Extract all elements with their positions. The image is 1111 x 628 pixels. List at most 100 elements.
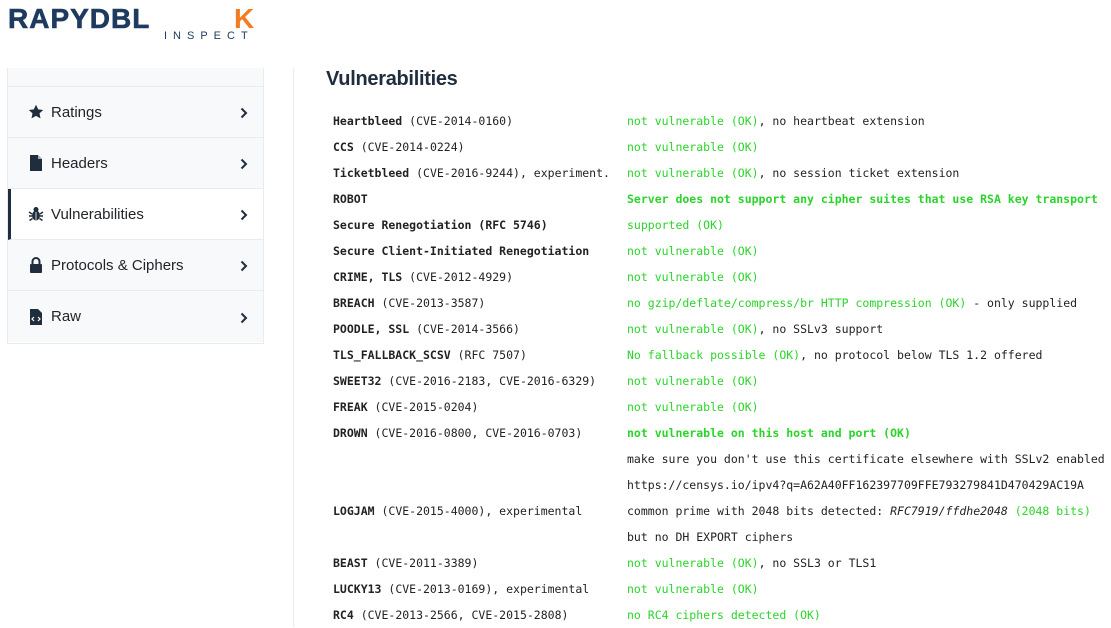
logo-subtext: INSPECT	[164, 30, 254, 42]
vuln-status: not vulnerable (OK)	[627, 374, 759, 388]
vuln-name-cell: Secure Client-Initiated Renegotiation	[333, 238, 589, 264]
vuln-name: ROBOT	[333, 192, 368, 206]
vuln-name-cell: DROWN (CVE-2016-0800, CVE-2016-0703)	[333, 420, 582, 446]
vuln-name-cell: TLS_FALLBACK_SCSV (RFC 7507)	[333, 342, 527, 368]
vuln-extra: make sure you don't use this certificate…	[627, 452, 1105, 466]
vuln-status: not vulnerable (OK)	[627, 556, 759, 570]
vuln-name: Secure Renegotiation (RFC 5746)	[333, 218, 548, 232]
vuln-cve: (CVE-2015-4000), experimental	[374, 504, 583, 518]
vuln-name-cell: BEAST (CVE-2011-3389)	[333, 550, 478, 576]
vuln-status: not vulnerable (OK)	[627, 114, 759, 128]
table-row: CCS (CVE-2014-0224) not vulnerable (OK)	[333, 134, 1111, 160]
vuln-result-cell: no gzip/deflate/compress/br HTTP compres…	[627, 290, 1077, 316]
vuln-name-cell: RC4 (CVE-2013-2566, CVE-2015-2808)	[333, 602, 568, 628]
sidebar-item-headers[interactable]: Headers	[8, 138, 263, 189]
vuln-name: TLS_FALLBACK_SCSV	[333, 348, 451, 362]
vuln-name-cell: LUCKY13 (CVE-2013-0169), experimental	[333, 576, 589, 602]
sidebar-item-label: Vulnerabilities	[51, 205, 144, 223]
brand-logo[interactable]: RAPYDBL K INSPECT	[8, 2, 268, 42]
sidebar: Ratings Headers Vulnerabilities	[7, 68, 264, 344]
lock-icon	[28, 257, 44, 273]
bug-icon	[28, 206, 44, 222]
table-row: BEAST (CVE-2011-3389) not vulnerable (OK)…	[333, 550, 1111, 576]
vuln-name: SWEET32	[333, 374, 382, 388]
sidebar-item-label: Raw	[51, 308, 82, 325]
vuln-cve: (CVE-2014-0160)	[402, 114, 514, 128]
table-row: POODLE, SSL (CVE-2014-3566) not vulnerabl…	[333, 316, 1111, 342]
table-row: make sure you don't use this certificate…	[333, 446, 1111, 472]
vuln-cve: (CVE-2013-2566, CVE-2015-2808)	[353, 608, 569, 622]
vuln-extra: common prime with 2048 bits detected:	[627, 504, 891, 518]
vuln-result-cell: not vulnerable (OK)	[627, 264, 759, 290]
file-icon	[28, 155, 44, 171]
vuln-name-cell: CCS (CVE-2014-0224)	[333, 134, 465, 160]
vuln-cve: (RFC 7507)	[450, 348, 527, 362]
vuln-result-cell: not vulnerable (OK)	[627, 368, 759, 394]
vuln-extra: , no session ticket extension	[758, 166, 960, 180]
chevron-right-icon	[239, 157, 249, 170]
vuln-name: BREACH	[333, 296, 375, 310]
table-row: Ticketbleed (CVE-2016-9244), experiment.…	[333, 160, 1111, 186]
sidebar-item-protocols-ciphers[interactable]: Protocols & Ciphers	[8, 240, 263, 291]
vuln-name-cell: CRIME, TLS (CVE-2012-4929)	[333, 264, 513, 290]
vuln-name-cell: POODLE, SSL (CVE-2014-3566)	[333, 316, 520, 342]
logo-text-k: K	[234, 3, 255, 34]
sidebar-item-vulnerabilities[interactable]: Vulnerabilities	[8, 189, 263, 240]
sidebar-item-raw[interactable]: Raw	[8, 291, 263, 342]
vuln-prime-bits: (2048 bits)	[1007, 504, 1091, 518]
sidebar-item-label: Protocols & Ciphers	[51, 256, 184, 274]
vuln-name: BEAST	[333, 556, 368, 570]
vuln-prime-name: RFC7919/ffdhe2048	[890, 504, 1008, 518]
vuln-result-cell: No fallback possible (OK), no protocol b…	[627, 342, 1042, 368]
vuln-extra: , no protocol below TLS 1.2 offered	[800, 348, 1043, 362]
vuln-name: LOGJAM	[333, 504, 375, 518]
vuln-status: not vulnerable (OK)	[627, 322, 759, 336]
file-code-icon	[28, 308, 44, 325]
vuln-result-cell: not vulnerable (OK), no session ticket e…	[627, 160, 959, 186]
vuln-cve: (CVE-2013-3587)	[374, 296, 486, 310]
vuln-result-cell: but no DH EXPORT ciphers	[627, 524, 793, 550]
sidebar-top-spacer	[8, 68, 263, 87]
vuln-cve: (CVE-2011-3389)	[367, 556, 479, 570]
vuln-name-cell: SWEET32 (CVE-2016-2183, CVE-2016-6329)	[333, 368, 596, 394]
table-row: Heartbleed (CVE-2014-0160) not vulnerable…	[333, 108, 1111, 134]
vuln-status: no gzip/deflate/compress/br HTTP compres…	[627, 296, 967, 310]
vuln-cve: (CVE-2012-4929)	[402, 270, 514, 284]
vuln-result-cell: not vulnerable (OK)	[627, 238, 759, 264]
table-row: but no DH EXPORT ciphers	[333, 524, 1111, 550]
vuln-status: not vulnerable (OK)	[627, 244, 759, 258]
vuln-extra: , no heartbeat extension	[758, 114, 925, 128]
sidebar-item-ratings[interactable]: Ratings	[8, 87, 263, 138]
vuln-result-cell: not vulnerable (OK)	[627, 576, 759, 602]
vuln-name: RC4	[333, 608, 354, 622]
vuln-status: No fallback possible (OK)	[627, 348, 801, 362]
vuln-status: supported (OK)	[627, 218, 724, 232]
vuln-name: CCS	[333, 140, 354, 154]
vuln-result-cell: not vulnerable (OK)	[627, 394, 759, 420]
star-icon	[28, 104, 44, 120]
vuln-extra: but no DH EXPORT ciphers	[627, 530, 794, 544]
vuln-name-cell: BREACH (CVE-2013-3587)	[333, 290, 485, 316]
table-row: FREAK (CVE-2015-0204) not vulnerable (OK)	[333, 394, 1111, 420]
vuln-status: no RC4 ciphers detected (OK)	[627, 608, 821, 622]
chevron-right-icon	[239, 311, 249, 323]
vuln-cve: (CVE-2016-0800, CVE-2016-0703)	[367, 426, 583, 440]
vuln-status: not vulnerable (OK)	[627, 166, 759, 180]
vuln-name: FREAK	[333, 400, 368, 414]
table-row: LOGJAM (CVE-2015-4000), experimental comm…	[333, 498, 1111, 524]
vuln-name: DROWN	[333, 426, 368, 440]
vuln-result-cell: not vulnerable (OK), no SSL3 or TLS1	[627, 550, 876, 576]
vuln-name-cell: ROBOT	[333, 186, 368, 212]
vuln-name: Heartbleed	[333, 114, 403, 128]
logo-text-main: RAPYDBL	[8, 3, 150, 34]
table-row: DROWN (CVE-2016-0800, CVE-2016-0703)not …	[333, 420, 1111, 446]
vuln-cve: (CVE-2015-0204)	[367, 400, 479, 414]
page-title: Vulnerabilities	[326, 68, 458, 90]
vuln-name-cell: Secure Renegotiation (RFC 5746)	[333, 212, 548, 238]
vuln-status: not vulnerable (OK)	[627, 140, 759, 154]
vuln-name-cell: FREAK (CVE-2015-0204)	[333, 394, 478, 420]
vuln-result-cell: make sure you don't use this certificate…	[627, 446, 1105, 472]
vuln-extra: https://censys.io/ipv4?q=A62A40FF1623977…	[627, 478, 1084, 492]
vuln-name: CRIME, TLS	[333, 270, 403, 284]
vuln-name-cell: Ticketbleed (CVE-2016-9244), experiment.	[333, 160, 610, 186]
